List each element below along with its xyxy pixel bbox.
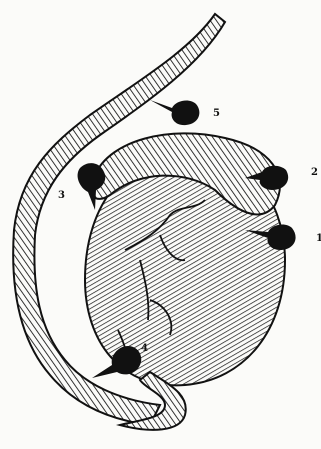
label-2: 2 — [311, 167, 318, 178]
label-4: 4 — [141, 343, 148, 354]
label-5: 5 — [213, 108, 220, 119]
label-3: 3 — [58, 190, 65, 201]
label-1: 1 — [316, 233, 321, 244]
